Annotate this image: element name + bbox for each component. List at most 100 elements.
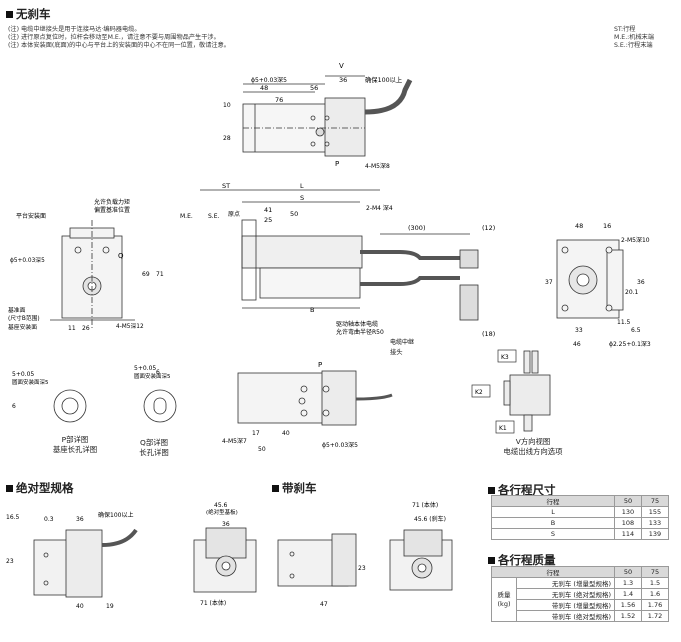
end-view-right: 48 16 2-M5深10 37 20.1 36 33 46 11.5 6.5 … bbox=[545, 222, 651, 348]
square-bullet-icon bbox=[6, 10, 13, 18]
svg-text:16.5: 16.5 bbox=[6, 514, 20, 521]
svg-text:P: P bbox=[335, 160, 339, 168]
stroke-dims-table: 行程 50 75 L 130 155 B 108 133 S 114 139 bbox=[491, 495, 669, 540]
svg-text:5+0.05: 5+0.05 bbox=[134, 365, 156, 372]
table-row: 带刹车 (绝对型规格) 1.52 1.72 bbox=[492, 610, 669, 622]
svg-text:48: 48 bbox=[260, 84, 268, 92]
svg-text:17: 17 bbox=[252, 430, 260, 437]
v-view-drawing: K3 K2 K1 bbox=[471, 349, 551, 434]
svg-text:28: 28 bbox=[223, 135, 231, 142]
svg-text:23: 23 bbox=[6, 558, 14, 565]
legend-se: S.E.:行程末端 bbox=[614, 42, 653, 49]
svg-text:S.E.: S.E. bbox=[208, 213, 220, 220]
p-detail-drawing: 5+0.05 圆面安装面深5 6 5+0.05 圆面安装面深5 6 bbox=[12, 365, 177, 423]
svg-text:25: 25 bbox=[264, 216, 272, 224]
svg-text:确保100以上: 确保100以上 bbox=[98, 511, 133, 519]
svg-text:基座安装面: 基座安装面 bbox=[8, 323, 37, 331]
svg-text:ϕ2.25+0.1深3: ϕ2.25+0.1深3 bbox=[609, 340, 651, 348]
svg-text:36: 36 bbox=[637, 279, 645, 286]
svg-text:36: 36 bbox=[339, 76, 347, 84]
svg-text:26: 26 bbox=[82, 325, 90, 332]
svg-text:K1: K1 bbox=[499, 425, 507, 432]
svg-text:偏置基准位置: 偏置基准位置 bbox=[94, 206, 130, 214]
legend-me: M.E.:机械末端 bbox=[614, 34, 655, 41]
table-header-row: 行程 50 75 bbox=[491, 495, 669, 507]
svg-text:11.5: 11.5 bbox=[617, 319, 631, 326]
table-cell: S bbox=[491, 528, 615, 540]
section-stroke-dims: 各行程尺寸 bbox=[488, 482, 556, 498]
svg-text:16: 16 bbox=[603, 222, 611, 230]
legend: ST:行程 M.E.:机械末端 S.E.:行程末端 bbox=[614, 26, 654, 50]
square-bullet-icon bbox=[272, 484, 279, 492]
section-absolute: 绝对型规格 bbox=[6, 480, 74, 496]
p-detail-label: P部详图 基座长孔详图 bbox=[40, 435, 110, 455]
table-cell: 1.4 bbox=[614, 588, 642, 600]
table-header-row: 行程 50 75 bbox=[491, 566, 669, 578]
svg-text:76: 76 bbox=[275, 96, 283, 104]
svg-text:71 (本体): 71 (本体) bbox=[412, 501, 438, 509]
svg-text:(300): (300) bbox=[408, 224, 425, 232]
svg-text:6.5: 6.5 bbox=[631, 327, 641, 334]
svg-text:V: V bbox=[339, 62, 344, 70]
v-view-title: V方向视图 bbox=[515, 437, 551, 446]
svg-text:(尺寸B范围): (尺寸B范围) bbox=[8, 314, 40, 322]
svg-text:B: B bbox=[310, 306, 314, 314]
svg-text:50: 50 bbox=[258, 446, 266, 453]
absolute-side-drawing: 0.3 36 确保100以上 16.5 23 40 19 bbox=[6, 511, 138, 610]
table-cell: 无刹车 (增量型规格) bbox=[516, 577, 615, 589]
svg-text:46: 46 bbox=[573, 341, 581, 348]
p-detail-sub: 基座长孔详图 bbox=[52, 445, 98, 454]
relay-label-2: 接头 bbox=[390, 349, 403, 356]
table-header-cell: 75 bbox=[641, 566, 669, 578]
svg-text:K3: K3 bbox=[501, 354, 509, 361]
svg-text:(绝对型基板): (绝对型基板) bbox=[206, 508, 238, 516]
side-view-drawing: ST L S 50 41 25 B (300) (12) (18) M.E. S… bbox=[180, 182, 495, 346]
svg-text:47: 47 bbox=[320, 601, 328, 608]
svg-text:4-M5深12: 4-M5深12 bbox=[116, 322, 144, 330]
svg-text:电缆中继: 电缆中继 bbox=[390, 338, 414, 346]
svg-text:ϕ5+0.03深5: ϕ5+0.03深5 bbox=[251, 76, 287, 84]
svg-text:10: 10 bbox=[223, 102, 231, 109]
bottom-view-drawing: P 4-M5深7 ϕ5+0.03深5 17 40 50 bbox=[222, 361, 393, 453]
table-cell: 带刹车 (绝对型规格) bbox=[516, 610, 615, 622]
svg-text:36: 36 bbox=[76, 516, 84, 523]
table-cell: 带刹车 (增量型规格) bbox=[516, 599, 615, 611]
brake-end-drawing: 71 (本体) 45.6 (刹车) bbox=[389, 501, 453, 591]
table-header-cell: 75 bbox=[641, 495, 669, 507]
table-cell: L bbox=[491, 506, 615, 518]
svg-text:圆面安装面深5: 圆面安装面深5 bbox=[12, 378, 49, 386]
svg-text:原点: 原点 bbox=[228, 210, 240, 218]
table-cell: 108 bbox=[614, 517, 642, 529]
svg-text:69: 69 bbox=[142, 271, 150, 278]
svg-text:41: 41 bbox=[264, 206, 272, 214]
table-header-cell: 行程 bbox=[491, 566, 615, 578]
svg-text:40: 40 bbox=[282, 430, 290, 437]
svg-text:确保100以上: 确保100以上 bbox=[365, 75, 402, 84]
square-bullet-icon bbox=[488, 556, 495, 564]
svg-text:P: P bbox=[318, 361, 322, 369]
square-bullet-icon bbox=[488, 486, 495, 494]
svg-text:0.3: 0.3 bbox=[44, 516, 54, 523]
legend-st: ST:行程 bbox=[614, 26, 636, 33]
table-header-cell: 行程 bbox=[491, 495, 615, 507]
svg-text:M.E.: M.E. bbox=[180, 213, 193, 220]
svg-text:允许负载力矩: 允许负载力矩 bbox=[94, 198, 130, 206]
table-row: 质量 (kg) 无刹车 (增量型规格) 1.3 1.5 bbox=[491, 577, 669, 622]
svg-text:圆面安装面深5: 圆面安装面深5 bbox=[134, 372, 171, 380]
note-3: (注) 本体安装面(底面)的中心与平台上的安装面的中心不在同一位置，敬请注意。 bbox=[8, 42, 230, 49]
table-cell: 1.56 bbox=[614, 599, 642, 611]
svg-text:33: 33 bbox=[575, 327, 583, 334]
table-header-cell: 50 bbox=[614, 495, 642, 507]
table-cell: 130 bbox=[614, 506, 642, 518]
svg-text:56: 56 bbox=[310, 84, 318, 92]
section-with-brake: 带刹车 bbox=[272, 480, 317, 496]
svg-text:基准面: 基准面 bbox=[8, 306, 26, 314]
svg-text:4-M5深7: 4-M5深7 bbox=[222, 437, 247, 445]
svg-text:K2: K2 bbox=[475, 389, 483, 396]
svg-text:2-M5深10: 2-M5深10 bbox=[621, 236, 650, 244]
note-2: (注) 进行原点复位时，拉杆会移动至M.E.，请注意不要与周围物品产生干涉。 bbox=[8, 34, 220, 41]
svg-text:36: 36 bbox=[222, 521, 230, 528]
svg-text:6: 6 bbox=[12, 403, 16, 410]
svg-text:平台安装面: 平台安装面 bbox=[16, 212, 46, 220]
table-cell: 139 bbox=[641, 528, 669, 540]
